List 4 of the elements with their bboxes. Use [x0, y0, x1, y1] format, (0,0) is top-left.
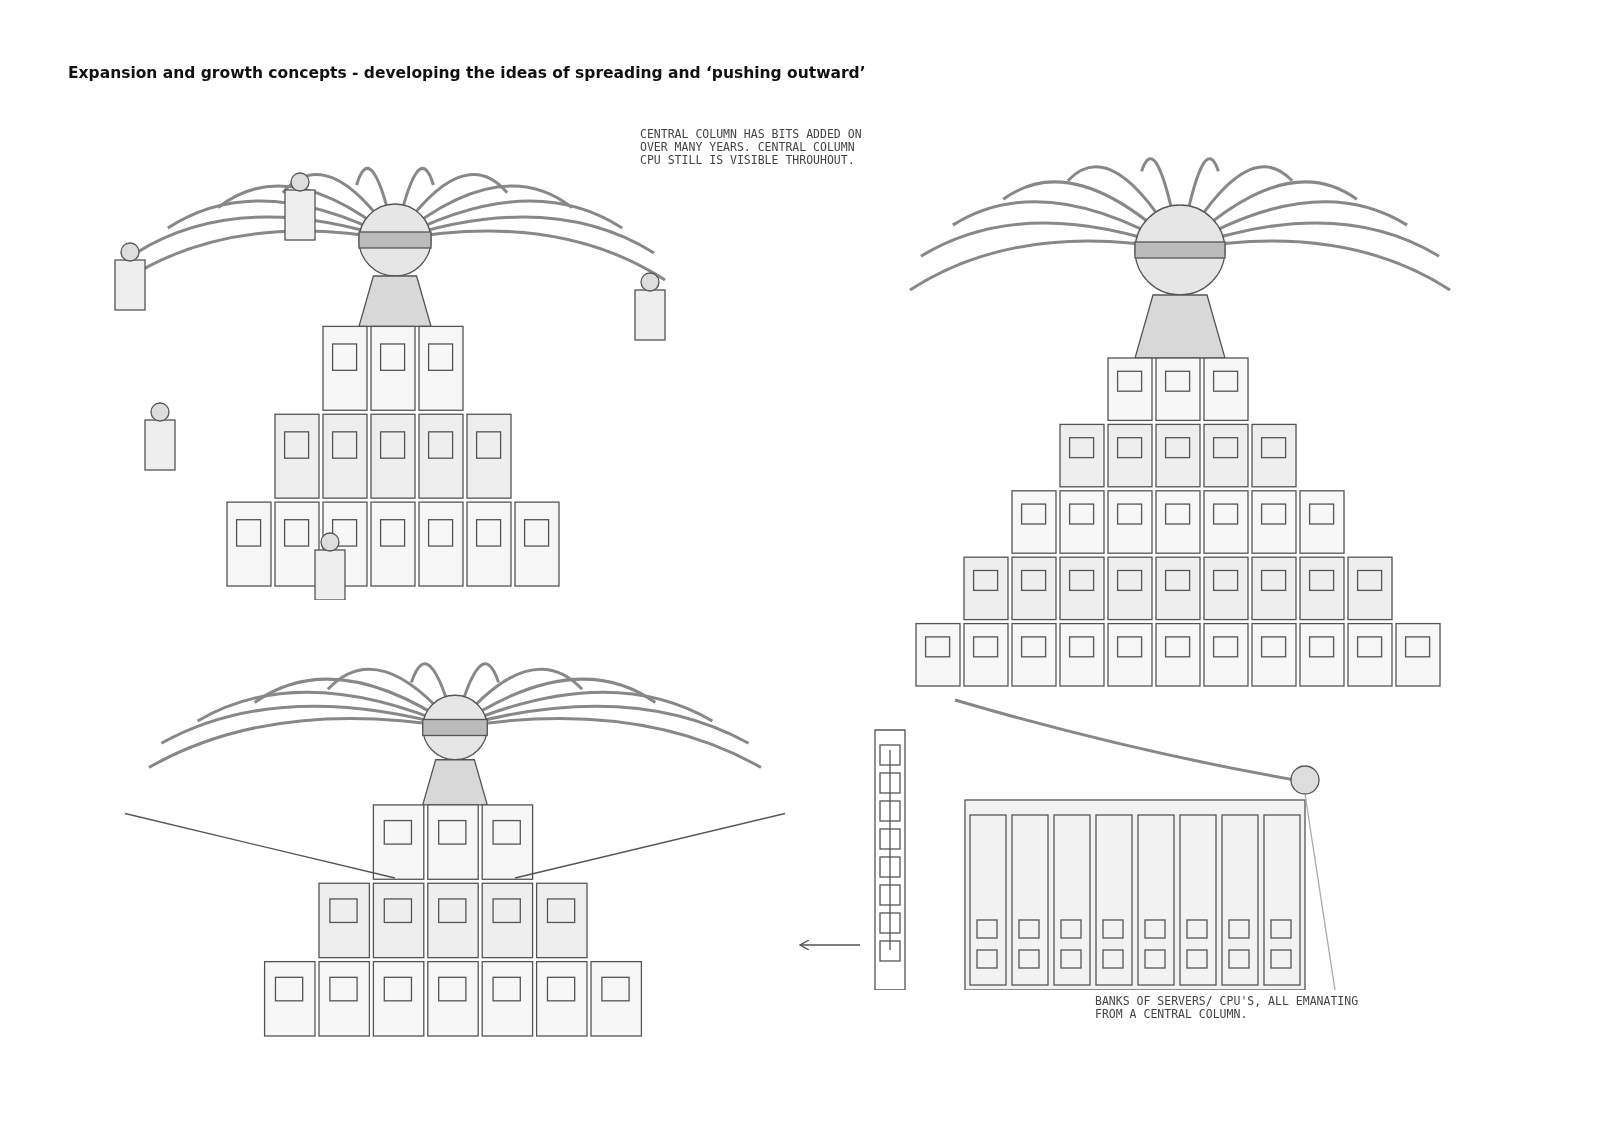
handwritten-note: CENTRAL COLUMN HAS BITS ADDED ON OVER MANY YEARS. CENTRAL COLUMN CPU STILL IS VISIBLE THROUHOUT.	[640, 128, 863, 167]
handwritten-note: BANKS OF SERVERS/ CPU'S, ALL EMANATING FROM A CENTRAL COLUMN.	[1095, 995, 1360, 1021]
page-title: Expansion and growth concepts - developing the ideas of spreading and ‘pushing outward’	[68, 64, 866, 82]
arrow	[799, 939, 861, 951]
